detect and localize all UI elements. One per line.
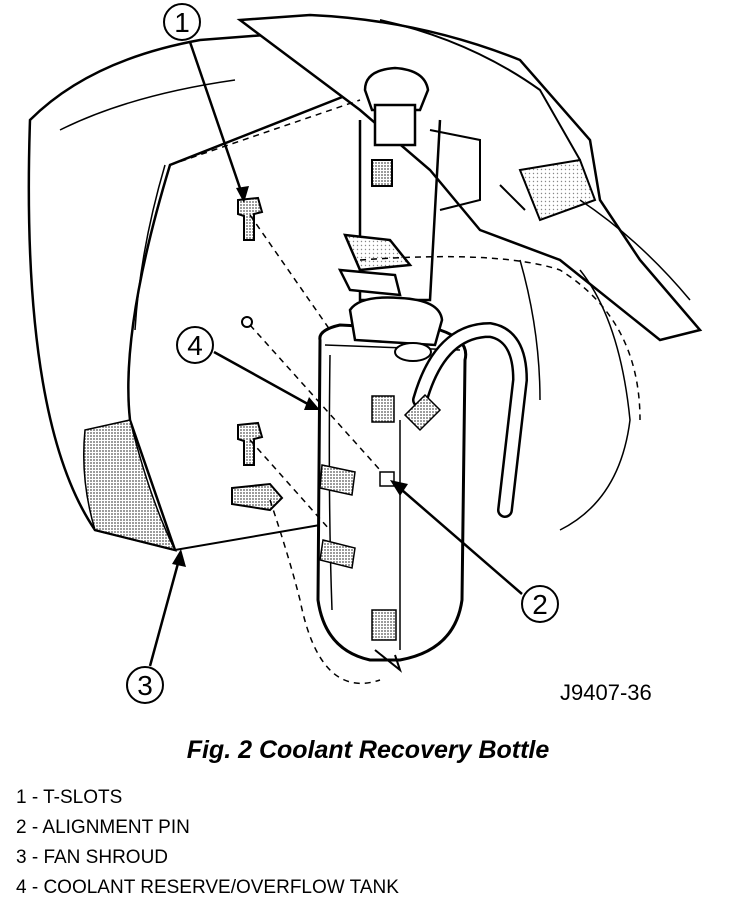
callout-1: 1 [163,3,249,203]
overflow-hose [403,321,529,518]
legend-item: 2 - ALIGNMENT PIN [16,817,190,838]
legend-item: 1 - T-SLOTS [16,787,123,808]
callout-3-label: 3 [137,670,153,701]
mounting-bracket [337,233,413,297]
legend-list: 1 - T-SLOTS 2 - ALIGNMENT PIN 3 - FAN SH… [16,783,399,903]
radiator-cap [358,66,481,302]
radiator-support [236,13,703,531]
callout-4: 4 [176,326,320,410]
callout-4-label: 4 [187,330,203,361]
figure-caption: Fig. 2 Coolant Recovery Bottle [186,736,550,764]
coolant-bottle-diagram: 1 2 3 4 [27,3,703,704]
callout-2: 2 [390,480,559,623]
legend-item: 4 - COOLANT RESERVE/OVERFLOW TANK [16,877,399,898]
callout-3: 3 [126,549,186,704]
alignment-lines [169,99,641,685]
figure-id: J9407-36 [560,680,652,705]
callout-2-label: 2 [532,589,548,620]
t-slot-clips [231,196,284,512]
legend-item: 3 - FAN SHROUD [16,847,169,868]
callout-1-label: 1 [174,7,190,38]
fan-shroud [27,28,362,552]
